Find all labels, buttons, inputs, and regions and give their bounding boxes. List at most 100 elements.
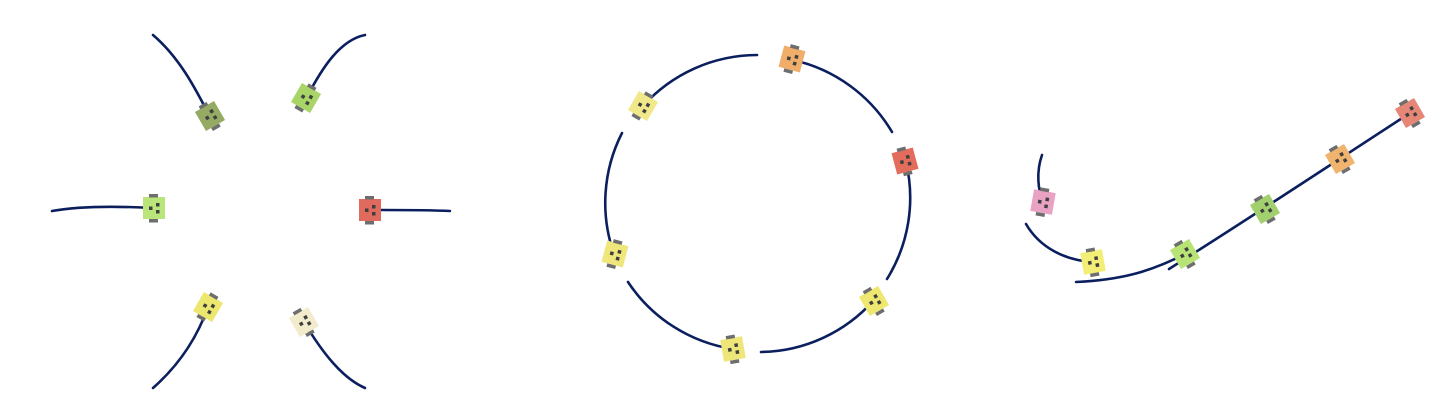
robot-wheel	[725, 334, 736, 340]
robot-sensor	[1094, 256, 1099, 261]
robot-r4	[720, 334, 746, 365]
trail	[1167, 111, 1412, 271]
robot-sensor	[734, 343, 739, 348]
robot-wheel	[196, 314, 206, 322]
robot-r6	[627, 90, 659, 122]
robot-sensor	[365, 208, 369, 212]
robot-sensor	[1179, 253, 1185, 259]
robot-r2	[891, 146, 919, 177]
trail	[885, 160, 912, 281]
robot-wheel	[1085, 247, 1096, 253]
robot-r2	[1324, 143, 1356, 175]
robot-sensor	[1044, 204, 1049, 209]
robot-wheel	[789, 44, 800, 50]
robot-wheel	[365, 196, 374, 200]
robot-sensor	[210, 303, 216, 309]
robot-sensor	[1259, 208, 1265, 214]
robot-wheel	[1341, 166, 1351, 175]
trail	[368, 208, 452, 213]
trail	[1074, 252, 1187, 284]
robot-body	[1249, 193, 1281, 225]
robot-body	[1030, 189, 1056, 215]
robot-wheel	[292, 307, 303, 316]
robot-wheel	[1035, 211, 1046, 217]
robot-wheel	[1089, 272, 1100, 278]
robot-wheel	[1266, 216, 1276, 225]
robot-r1	[778, 44, 806, 75]
robot-wheel	[365, 221, 374, 225]
robot-r1	[1394, 97, 1426, 129]
robot-sensor	[794, 54, 799, 59]
robot-body	[288, 306, 320, 338]
robot-r2	[290, 82, 322, 114]
robot-sensor	[304, 100, 310, 106]
robot-sensor	[306, 320, 312, 326]
robot-r4	[1169, 238, 1201, 270]
robot-sensor	[212, 114, 218, 120]
robot-body	[1169, 238, 1201, 270]
robot-body	[627, 90, 659, 122]
robot-wheel	[306, 83, 317, 91]
robot-body	[359, 199, 381, 221]
robot-wheel	[643, 91, 654, 99]
trail	[151, 305, 210, 390]
robot-sensor	[1187, 252, 1193, 258]
robot-sensor	[1095, 263, 1100, 268]
robot-r3	[1249, 193, 1281, 225]
robot-body	[1394, 97, 1426, 129]
robot-wheel	[149, 194, 158, 198]
robot-wheel	[208, 292, 219, 300]
robot-wheel	[896, 146, 907, 153]
robot-r6	[288, 306, 320, 338]
robot-sensor	[156, 203, 160, 207]
trail	[626, 280, 735, 351]
robot-r3	[143, 194, 165, 223]
robot-sensor	[156, 210, 160, 214]
radial-dispersion-panel	[50, 33, 452, 390]
robot-wheel	[631, 113, 641, 121]
robot-sensor	[308, 94, 314, 100]
robot-sensor	[1334, 158, 1340, 164]
robot-sensor	[792, 61, 797, 66]
robot-body	[1324, 143, 1356, 175]
robot-r5	[1080, 247, 1106, 278]
robot-wheel	[211, 123, 221, 132]
robot-wheel	[729, 359, 740, 365]
robot-r4	[359, 196, 381, 225]
robot-sensor	[303, 314, 309, 320]
robot-wheel	[606, 263, 617, 270]
robot-sensor	[876, 299, 882, 305]
robot-sensor	[1409, 105, 1415, 111]
robot-body	[778, 45, 806, 73]
robot-r6	[1030, 187, 1056, 217]
robot-sensor	[1184, 246, 1190, 252]
robot-sensor	[1412, 111, 1418, 117]
robot-body	[1080, 249, 1106, 275]
robot-sensor	[907, 161, 912, 166]
robot-sensor	[206, 309, 212, 315]
trail	[759, 298, 876, 354]
robot-sensor	[868, 300, 874, 306]
robot-wheel	[305, 329, 315, 338]
robot-sensor	[873, 293, 879, 299]
robot-sensor	[641, 108, 647, 114]
robot-sensor	[615, 256, 620, 261]
trail	[641, 53, 759, 108]
robot-sensor	[899, 159, 905, 165]
robot-body	[194, 100, 226, 132]
robot-wheel	[1328, 144, 1339, 153]
robot-sensor	[786, 56, 791, 61]
robot-r5	[192, 291, 224, 323]
robot-wheel	[612, 239, 623, 245]
robot-sensor	[1342, 157, 1348, 163]
robot-sensor	[1087, 260, 1092, 265]
robot-sensor	[1264, 201, 1270, 207]
robot-wheel	[149, 219, 158, 223]
trail	[151, 33, 210, 115]
robot-wheel	[875, 308, 885, 317]
robot-r1	[194, 100, 226, 132]
robot-wheel	[783, 68, 794, 75]
robot-sensor	[204, 115, 210, 121]
robot-r5	[601, 239, 629, 270]
